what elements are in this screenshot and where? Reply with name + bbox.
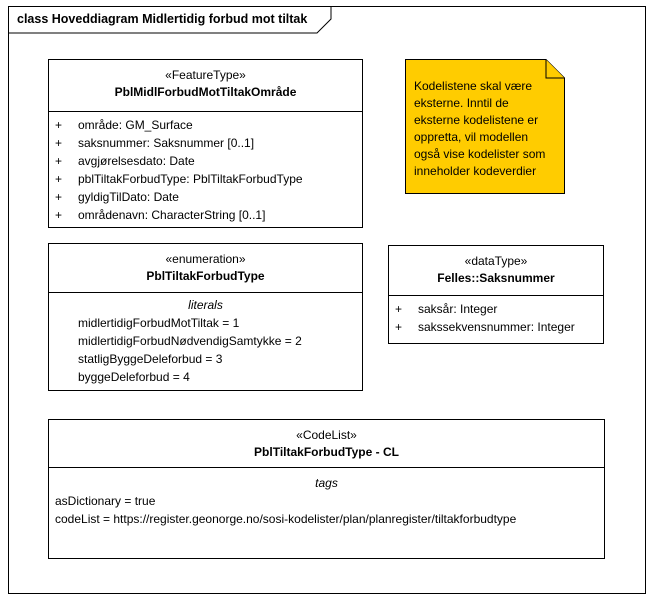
literal-row[interactable]: statligByggeDeleforbud = 3 <box>78 352 223 366</box>
class-name: PblTiltakForbudType - CL <box>254 445 399 459</box>
compartment-divider <box>49 292 362 293</box>
section-title: tags <box>315 476 338 490</box>
tag-row[interactable]: asDictionary = true <box>55 494 156 508</box>
attribute-text: pblTiltakForbudType: PblTiltakForbudType <box>78 172 303 186</box>
attribute-row[interactable]: + avgjørelsesdato: Date <box>49 152 362 170</box>
frame-title-tab: class Hoveddiagram Midlertidig forbud mo… <box>9 7 339 34</box>
visibility-marker: + <box>55 118 63 132</box>
class-enumeration[interactable]: «enumeration» PblTiltakForbudType litera… <box>48 243 363 391</box>
note[interactable]: Kodelistene skal være eksterne. Inntil d… <box>405 59 565 194</box>
literal-row[interactable]: midlertidigForbudMotTiltak = 1 <box>78 316 240 330</box>
attribute-text: område: GM_Surface <box>78 118 193 132</box>
compartment-divider <box>389 295 603 296</box>
frame-title: class Hoveddiagram Midlertidig forbud mo… <box>17 12 307 26</box>
attribute-text: sakssekvensnummer: Integer <box>418 320 575 334</box>
class-code-list[interactable]: «CodeList» PblTiltakForbudType - CL tags… <box>48 419 605 559</box>
note-line: Kodelistene skal være <box>414 79 533 93</box>
tag-list: tags asDictionary = true codeList = http… <box>49 474 604 528</box>
frame-keyword: class <box>17 12 49 26</box>
tag-row[interactable]: codeList = https://register.geonorge.no/… <box>55 512 517 526</box>
attribute-text: saksnummer: Saksnummer [0..1] <box>78 136 255 150</box>
note-line: eksterne kodelistene er <box>414 113 539 127</box>
class-stereotype: «CodeList» <box>296 428 357 442</box>
attribute-row[interactable]: + område: GM_Surface <box>49 116 362 134</box>
attribute-row[interactable]: + gyldigTilDato: Date <box>49 188 362 206</box>
note-line: oppretta, vil modellen <box>414 130 529 144</box>
attribute-row[interactable]: + sakssekvensnummer: Integer <box>389 318 603 336</box>
attribute-row[interactable]: + saksår: Integer <box>389 300 603 318</box>
attribute-text: gyldigTilDato: Date <box>78 190 179 204</box>
class-stereotype: «FeatureType» <box>165 68 246 82</box>
visibility-marker: + <box>55 136 63 150</box>
attribute-row[interactable]: + pblTiltakForbudType: PblTiltakForbudTyp… <box>49 170 362 188</box>
frame-name: Hoveddiagram Midlertidig forbud mot tilt… <box>51 12 308 26</box>
note-line: inneholder kodeverdier <box>414 164 537 178</box>
visibility-marker: + <box>395 302 403 316</box>
class-data-type[interactable]: «dataType» Felles::Saksnummer + saksår: I… <box>388 245 604 344</box>
diagram-frame: class Hoveddiagram Midlertidig forbud mo… <box>8 6 646 594</box>
literal-row[interactable]: byggeDeleforbud = 4 <box>78 370 190 384</box>
compartment-divider <box>49 111 362 112</box>
visibility-marker: + <box>395 320 403 334</box>
attribute-row[interactable]: + områdenavn: CharacterString [0..1] <box>49 206 362 224</box>
section-title: literals <box>188 298 223 312</box>
class-stereotype: «enumeration» <box>165 252 246 266</box>
attribute-list: + saksår: Integer + sakssekvensnummer: Int… <box>389 300 603 336</box>
literal-list: literals midlertidigForbudMotTiltak = 1 … <box>49 296 362 386</box>
visibility-marker: + <box>55 154 63 168</box>
note-text: Kodelistene skal være eksterne. Inntil d… <box>414 78 552 180</box>
class-name: PblMidlForbudMotTiltakOmråde <box>114 85 297 99</box>
class-feature-type[interactable]: «FeatureType» PblMidlForbudMotTiltakOmrå… <box>48 59 363 228</box>
visibility-marker: + <box>55 208 63 222</box>
attribute-list: + område: GM_Surface + saksnummer: Saksnum… <box>49 116 362 224</box>
attribute-text: områdenavn: CharacterString [0..1] <box>78 208 266 222</box>
visibility-marker: + <box>55 172 63 186</box>
note-line: eksterne. Inntil de <box>414 96 509 110</box>
note-line: også vise kodelister som <box>414 147 546 161</box>
class-name: Felles::Saksnummer <box>437 271 555 285</box>
class-stereotype: «dataType» <box>464 254 528 268</box>
attribute-text: avgjørelsesdato: Date <box>78 154 195 168</box>
attribute-text: saksår: Integer <box>418 302 498 316</box>
class-name: PblTiltakForbudType <box>146 269 265 283</box>
compartment-divider <box>49 467 604 468</box>
visibility-marker: + <box>55 190 63 204</box>
literal-row[interactable]: midlertidigForbudNødvendigSamtykke = 2 <box>78 334 302 348</box>
attribute-row[interactable]: + saksnummer: Saksnummer [0..1] <box>49 134 362 152</box>
